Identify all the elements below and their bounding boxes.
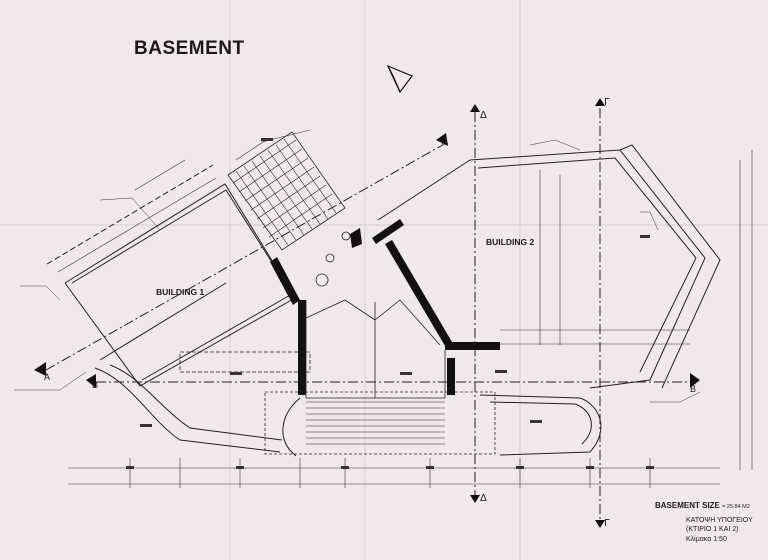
section-gamma-bottom: Γ xyxy=(604,518,610,529)
thick-walls xyxy=(270,219,500,395)
section-arrows xyxy=(34,98,700,528)
section-lines xyxy=(45,108,690,520)
title-block-line-1: ΚΑΤΟΨΗ ΥΠΟΓΕΙΟΥ xyxy=(686,517,753,524)
section-gamma-top: Γ xyxy=(604,97,610,108)
title-block-line-3: Κλίμακα 1:50 xyxy=(686,536,727,543)
building-2-outline xyxy=(377,144,721,389)
central-rooms xyxy=(179,299,496,455)
section-delta-top: Δ xyxy=(480,110,487,121)
stair-core xyxy=(227,131,351,287)
dimension-lines xyxy=(57,129,753,488)
title-block-line-2: (ΚΤΙΡΙΟ 1 ΚΑΙ 2) xyxy=(686,526,739,533)
building-2-label: BUILDING 2 xyxy=(486,237,535,247)
north-arrow xyxy=(386,64,413,94)
section-b-right: B xyxy=(690,384,697,394)
building-1-outline xyxy=(46,164,296,387)
dimension-tick-marks xyxy=(126,138,654,469)
building-1-label: BUILDING 1 xyxy=(156,287,205,297)
lower-curve-walls xyxy=(94,364,602,457)
basement-size-label: BASEMENT SIZE xyxy=(655,501,720,510)
basement-size: BASEMENT SIZE = 25.84 M2 xyxy=(655,501,750,510)
section-delta-bottom: Δ xyxy=(480,493,487,504)
annotation-leaders xyxy=(14,139,701,403)
section-a-left: A xyxy=(44,372,51,382)
section-b-left: B xyxy=(92,380,99,390)
section-a-right: A xyxy=(442,136,449,146)
page-title: BASEMENT xyxy=(134,38,245,59)
basement-size-value: = 25.84 M2 xyxy=(722,504,750,510)
